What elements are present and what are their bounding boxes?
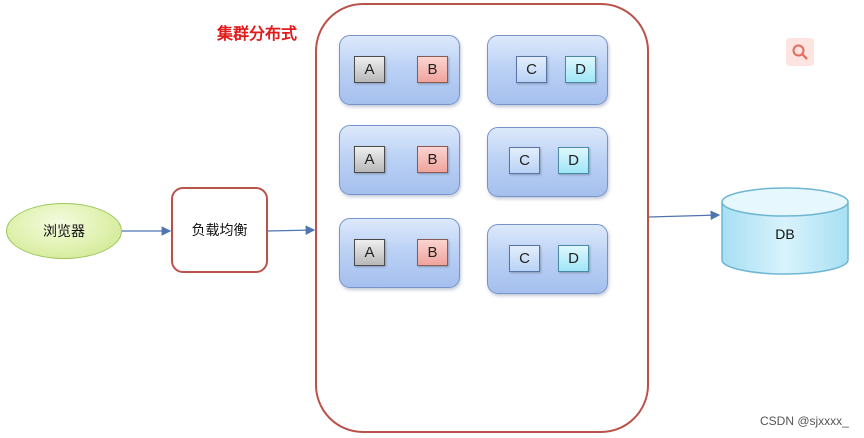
- search-button[interactable]: [786, 38, 814, 66]
- browser-label: 浏览器: [43, 224, 85, 240]
- server-node: A B: [339, 125, 460, 195]
- browser-node: 浏览器: [6, 203, 122, 259]
- arrow-cluster-to-db: [648, 210, 721, 221]
- service-box-b: B: [417, 239, 448, 266]
- server-node: A B: [339, 218, 460, 288]
- service-box-d: D: [558, 147, 589, 174]
- arrow-lb-to-cluster: [267, 225, 316, 235]
- server-node: A B: [339, 35, 460, 105]
- server-node: C D: [487, 224, 608, 294]
- database-cylinder: [721, 187, 849, 275]
- service-box-b: B: [417, 146, 448, 173]
- service-box-a: A: [354, 56, 385, 83]
- watermark: CSDN @sjxxxx_: [760, 414, 849, 428]
- server-node: C D: [487, 127, 608, 197]
- service-box-b: B: [417, 56, 448, 83]
- search-icon: [792, 44, 808, 60]
- service-box-c: C: [509, 147, 540, 174]
- service-box-a: A: [354, 239, 385, 266]
- service-box-c: C: [516, 56, 547, 83]
- service-box-c: C: [509, 245, 540, 272]
- service-box-d: D: [558, 245, 589, 272]
- server-node: C D: [487, 35, 608, 105]
- load-balancer-label: 负载均衡: [191, 223, 248, 239]
- database-label: DB: [775, 226, 795, 242]
- diagram-title: 集群分布式: [217, 24, 298, 43]
- load-balancer-node: 负载均衡: [171, 187, 268, 273]
- service-box-a: A: [354, 146, 385, 173]
- service-box-d: D: [565, 56, 596, 83]
